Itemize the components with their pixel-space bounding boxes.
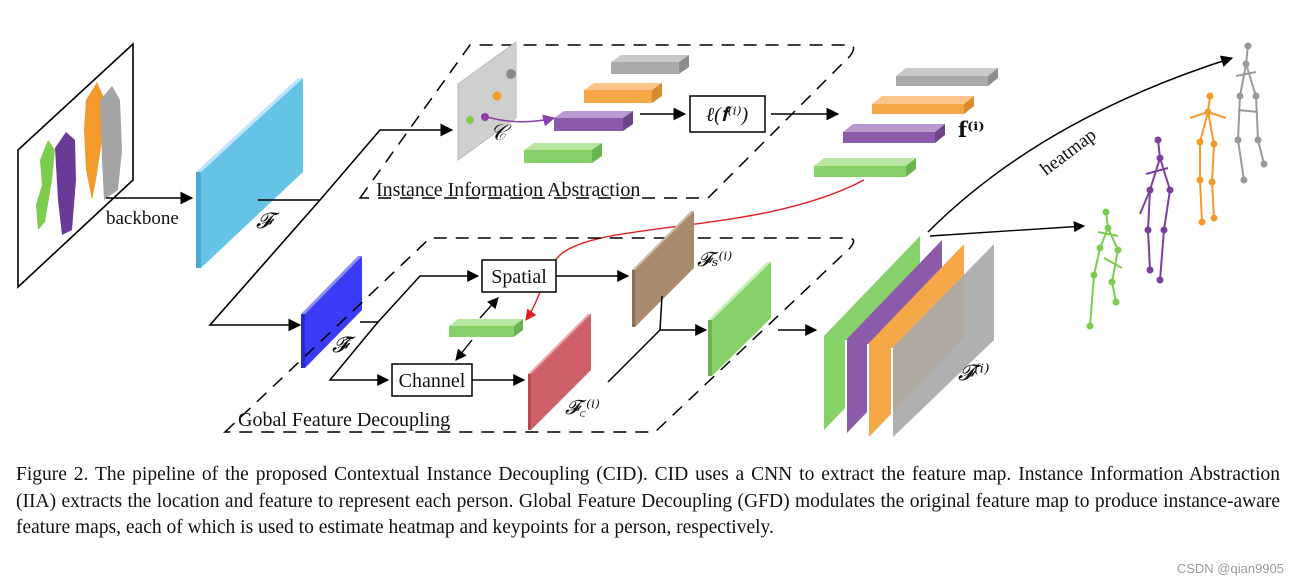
channel-box — [391, 363, 473, 397]
spatial-label: Spatial — [491, 266, 547, 288]
input-image — [17, 42, 134, 289]
channel-label: Channel — [399, 370, 466, 392]
cid-pipeline-diagram: backbone 𝓕 Instance Information Abstract… — [17, 41, 1268, 438]
instance-feature-maps — [824, 236, 994, 438]
heatmap-arrow — [927, 55, 1234, 233]
figure-caption: Figure 2. The pipeline of the proposed C… — [16, 464, 1280, 538]
person-silhouettes — [36, 82, 122, 235]
l-function-label: ℓ(𝐟⁽ⁱ⁾) — [706, 104, 749, 126]
f-s-label: 𝓕ₛ⁽ⁱ⁾ — [697, 249, 732, 271]
f-i-label: 𝐟⁽ⁱ⁾ — [958, 118, 985, 142]
iia-region-label: Instance Information Abstraction — [376, 179, 640, 201]
feature-map-f-hat — [301, 256, 362, 368]
skeleton-gray — [1234, 42, 1268, 184]
feature-map-f — [196, 78, 303, 268]
gfd-instance-bar — [449, 319, 523, 337]
skeleton-purple — [1139, 136, 1174, 284]
l-function-box — [689, 95, 766, 133]
backbone-label: backbone — [106, 208, 179, 229]
f-c-label: 𝓕꜀⁽ⁱ⁾ — [565, 397, 600, 419]
merged-feature-map — [708, 262, 771, 376]
gfd-region-label: Gobal Feature Decoupling — [238, 409, 450, 431]
heatmap-label: heatmap — [1036, 124, 1100, 180]
feature-transfer-arrow — [525, 179, 865, 321]
skeleton-orange — [1189, 92, 1227, 226]
iia-region — [358, 44, 855, 199]
spatial-box — [481, 259, 557, 293]
skeleton-green — [1086, 208, 1123, 330]
instance-feature-bars — [814, 68, 998, 177]
iia-feature-bars — [524, 55, 689, 163]
spatial-feature-map — [632, 211, 694, 327]
gfd-region — [223, 237, 855, 433]
watermark: CSDN @qian9905 — [1176, 561, 1284, 576]
feature-map-label: 𝓕 — [256, 208, 280, 233]
f-instance-label: 𝓕⁽ⁱ⁾ — [958, 360, 989, 385]
channel-feature-map — [528, 314, 591, 430]
center-map-c — [457, 41, 517, 161]
